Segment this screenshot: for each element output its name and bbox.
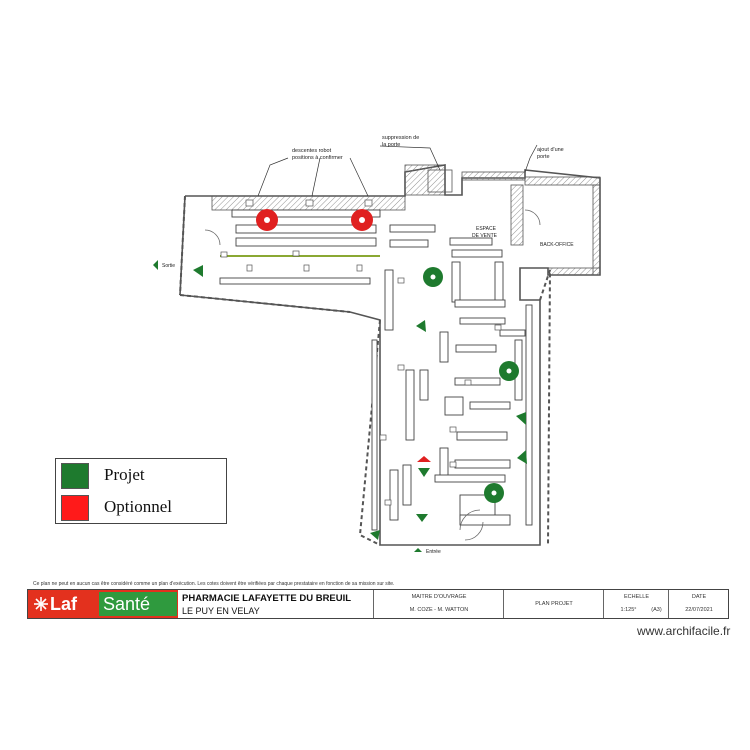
annot-ajout-2: porte xyxy=(537,154,550,160)
owner-value: M. COZE - M. WATTON xyxy=(409,607,469,613)
legend: Projet Optionnel xyxy=(55,458,227,524)
watermark: www.archifacile.fr xyxy=(637,624,731,638)
annot-porte-1: suppression de xyxy=(382,135,419,141)
project-title: PHARMACIE LAFAYETTE DU BREUIL xyxy=(182,593,352,604)
logo-text-sante: Santé xyxy=(103,594,151,614)
legend-item-optionnel: Optionnel xyxy=(56,491,226,523)
label-espace-2: DE VENTE xyxy=(472,233,498,239)
plan-cell: PLAN PROJET xyxy=(503,590,604,618)
plan-label: PLAN PROJET xyxy=(535,601,573,607)
scale-cell: ECHELLE 1:125° (A3) xyxy=(603,590,669,618)
annotations: descentes robot positions à confirmer su… xyxy=(162,135,574,555)
legend-label-projet: Projet xyxy=(104,465,145,484)
title-block: Laf Santé PHARMACIE LAFAYETTE DU BREUIL … xyxy=(27,589,729,619)
leader-lines xyxy=(257,144,538,197)
project-markers xyxy=(193,265,527,540)
annot-robot-1: descentes robot xyxy=(292,148,332,154)
sortie-arrow xyxy=(153,260,158,270)
project-wedge-marker xyxy=(416,514,428,522)
logo-text-laf: Laf xyxy=(50,594,77,614)
cross-icon xyxy=(34,597,48,611)
project-wedge-marker xyxy=(193,265,203,277)
legend-item-projet: Projet xyxy=(56,459,226,491)
robot-shelving xyxy=(219,209,493,285)
doors xyxy=(204,209,541,541)
project-wedge-marker xyxy=(516,412,526,425)
label-sortie: Sortie xyxy=(162,263,175,269)
brand-logo: Laf Santé xyxy=(28,590,178,618)
annot-ajout-1: ajout d'une xyxy=(537,147,564,153)
date-value: 22/07/2021 xyxy=(685,607,713,613)
optional-small-marker xyxy=(417,456,431,462)
arrows xyxy=(153,260,422,552)
project-wedge-marker xyxy=(517,450,527,464)
owner-header: MAITRE D'OUVRAGE xyxy=(411,594,467,600)
disclaimer: Ce plan ne peut en aucun cas être consid… xyxy=(33,581,395,587)
equipment-tags xyxy=(220,199,502,506)
label-espace-1: ESPACE xyxy=(476,226,497,232)
optional-markers xyxy=(256,209,431,462)
entree-arrow xyxy=(414,548,422,552)
legend-swatch-projet xyxy=(61,463,89,489)
scale-format: (A3) xyxy=(651,607,662,613)
annot-robot-2: positions à confirmer xyxy=(292,155,343,161)
legend-label-optionnel: Optionnel xyxy=(104,497,172,516)
date-cell: DATE 22/07/2021 xyxy=(668,590,729,618)
shelving-units xyxy=(371,249,533,531)
legend-swatch-optionnel xyxy=(61,495,89,521)
label-entree: Entrée xyxy=(426,549,441,555)
annot-porte-2: la porte xyxy=(382,142,400,148)
scale-header: ECHELLE xyxy=(623,594,650,600)
owner-cell: MAITRE D'OUVRAGE M. COZE - M. WATTON xyxy=(373,590,504,618)
label-back-office: BACK-OFFICE xyxy=(540,242,574,248)
project-wedge-marker xyxy=(418,468,430,477)
project-wedge-marker xyxy=(416,320,426,332)
project-wedge-marker xyxy=(370,530,380,540)
scale-value: 1:125° xyxy=(620,607,637,613)
date-header: DATE xyxy=(691,594,707,600)
project-subtitle: LE PUY EN VELAY xyxy=(182,606,260,616)
logo-sante-block: Santé xyxy=(99,592,177,616)
